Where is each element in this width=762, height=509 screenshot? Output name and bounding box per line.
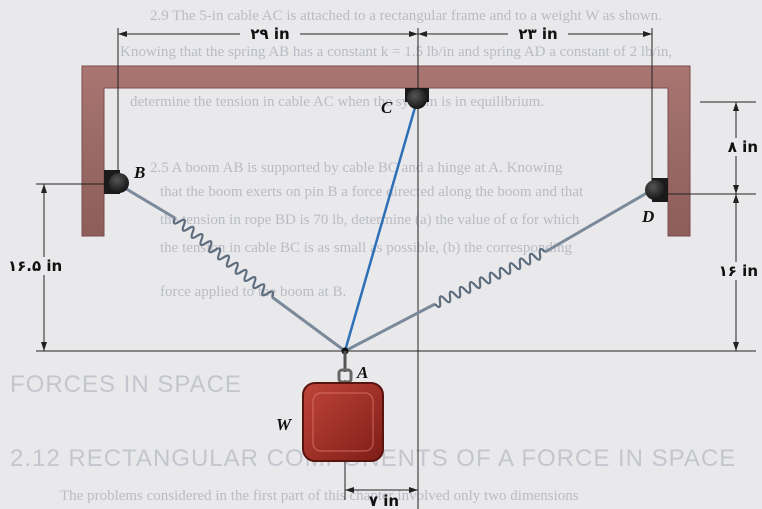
dim-8-text: ۸ in [728,138,758,156]
bg-line-6: the tension in rope BD is 70 lb, determi… [160,212,580,228]
dim-23-text: ۲۳ in [518,25,557,43]
dim-label-7: ۷ in [369,492,399,509]
dim-label-16-5: ۱۶.۵ in [4,257,82,275]
dim-label-23: ۲۳ in [508,25,568,43]
label-b: B [133,163,145,182]
spring-ad [344,188,653,353]
dim-29-text: ۲۹ in [250,25,289,43]
support-b [104,170,129,194]
bg-line-4: 2.5 A boom AB is supported by cable BC a… [150,160,563,176]
dim-label-29: ۲۹ in [240,25,300,43]
bg-line-8: force applied to the boom at B. [160,284,346,300]
bg-line-9: The problems considered in the first par… [60,488,579,504]
bg-heading-1: FORCES IN SPACE [10,371,242,398]
label-c: C [381,98,393,117]
frame [81,65,691,237]
dim-7-text: ۷ in [369,492,399,509]
bg-line-3: determine the tension in cable AC when t… [130,94,544,110]
weight-block [302,382,384,462]
label-w: W [276,415,293,434]
label-a: A [356,363,368,382]
dim-16-text: ۱۶ in [719,262,758,280]
dim-label-16: ۱۶ in [712,262,762,280]
spring-ab [117,182,346,353]
cable-ac [343,103,418,352]
dim-16-5-text: ۱۶.۵ in [8,257,62,275]
dim-label-8: ۸ in [725,138,761,156]
support-d [645,178,668,202]
bg-line-5: that the boom exerts on pin B a force di… [160,184,584,200]
bg-line-2: Knowing that the spring AB has a constan… [120,44,672,60]
label-d: D [641,207,654,226]
bg-line-1: 2.9 The 5-in cable AC is attached to a r… [150,8,662,24]
bg-line-7: the tension in cable BC is as small as p… [160,240,573,256]
support-c [405,88,429,109]
arrowheads [41,31,739,493]
